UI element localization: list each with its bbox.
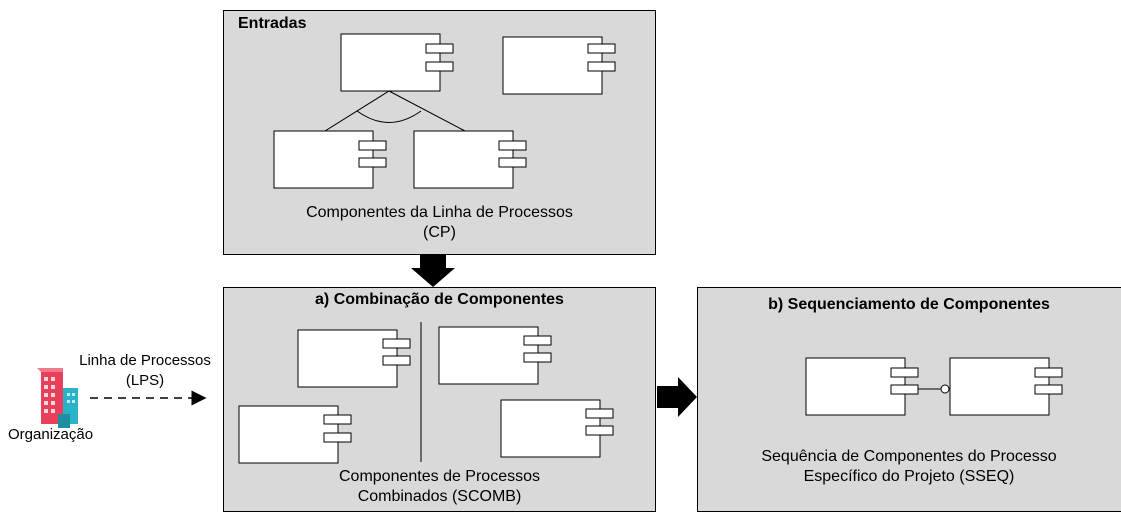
entradas-title: Entradas: [238, 15, 307, 32]
sequenciamento-title: b) Sequenciamento de Componentes: [768, 296, 1050, 313]
combinacao-title: a) Combinação de Componentes: [315, 291, 564, 308]
sseq-caption-line1: Sequência de Componentes do Processo: [761, 448, 1057, 465]
organizacao-label: Organização: [8, 426, 94, 443]
sequenciamento-panel: [697, 287, 1121, 512]
cp-caption-line2: (CP): [423, 224, 456, 241]
component-icon: [438, 326, 552, 385]
component-icon: [949, 357, 1063, 416]
component-icon: [500, 399, 614, 458]
component-icon: [340, 33, 454, 92]
component-icon: [805, 357, 919, 416]
variability-relation: [324, 90, 466, 132]
scomb-caption-line2: Combinados (SCOMB): [357, 488, 522, 505]
component-icon: [273, 130, 387, 189]
cp-caption-line1: Componentes da Linha de Processos: [306, 204, 573, 221]
component-icon: [238, 405, 352, 464]
down-arrow-icon: [411, 254, 455, 287]
lps-label-line2: (LPS): [125, 372, 165, 389]
building-icon: [37, 368, 78, 428]
component-icon: [502, 36, 616, 95]
lps-label-line1: Linha de Processos: [79, 352, 211, 369]
right-arrow-icon: [657, 377, 697, 417]
component-icon: [297, 329, 411, 388]
interface-connector: [918, 384, 950, 394]
component-icon: [413, 130, 527, 189]
scomb-caption-line1: Componentes de Processos: [339, 468, 540, 485]
sseq-caption-line2: Específico do Projeto (SSEQ): [803, 468, 1015, 485]
